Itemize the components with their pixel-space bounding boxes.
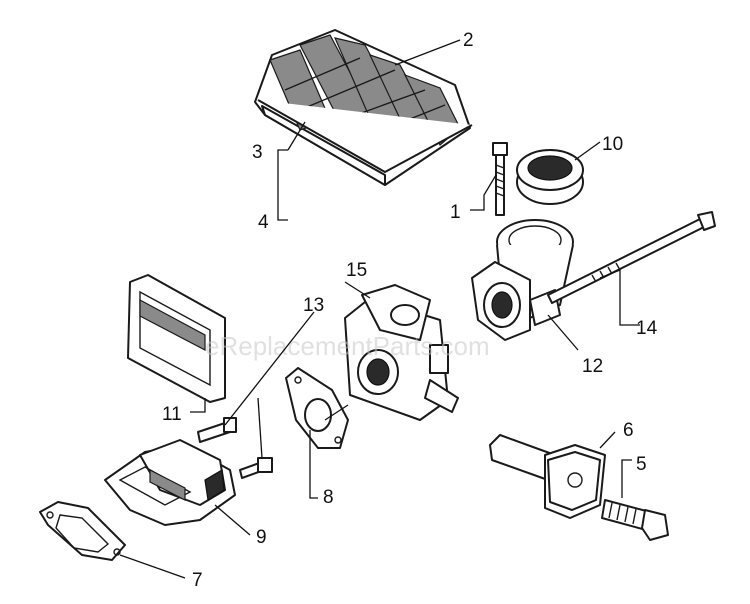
- carburetor: [344, 284, 459, 421]
- intake-manifold: [104, 439, 236, 526]
- callout-15: 15: [346, 260, 367, 281]
- screws-13: [197, 417, 273, 479]
- filter-frame: [127, 274, 226, 403]
- bolt-1: [492, 142, 508, 216]
- callout-10: 10: [602, 134, 623, 155]
- leader-lines: [119, 39, 640, 579]
- intake-adapter: [471, 219, 574, 341]
- callout-11: 11: [162, 404, 182, 425]
- callout-13: 13: [303, 295, 324, 316]
- callout-6: 6: [623, 420, 634, 441]
- callout-2: 2: [463, 30, 474, 51]
- callout-3: 3: [252, 142, 263, 163]
- intake-boot-ring: [516, 149, 584, 205]
- bolt-5: [601, 499, 669, 541]
- manifold-gasket: [39, 501, 126, 561]
- callout-12: 12: [582, 356, 603, 377]
- callout-5: 5: [636, 454, 647, 475]
- callout-1: 1: [450, 202, 461, 223]
- watermark-text: eReplacementParts.com: [205, 331, 490, 361]
- air-filter: [254, 29, 473, 186]
- callout-8: 8: [323, 487, 334, 508]
- throttle-shaft-assembly: [489, 434, 606, 519]
- long-bolt: [547, 211, 716, 304]
- callout-14: 14: [636, 318, 658, 339]
- callout-7: 7: [192, 570, 203, 591]
- callout-labels: 1 2 3 4 5 6 7 8 9 10 11 12 13 14 15: [162, 30, 658, 591]
- carburetor-gasket: [285, 367, 349, 449]
- callout-9: 9: [256, 527, 267, 548]
- callout-4: 4: [258, 212, 269, 233]
